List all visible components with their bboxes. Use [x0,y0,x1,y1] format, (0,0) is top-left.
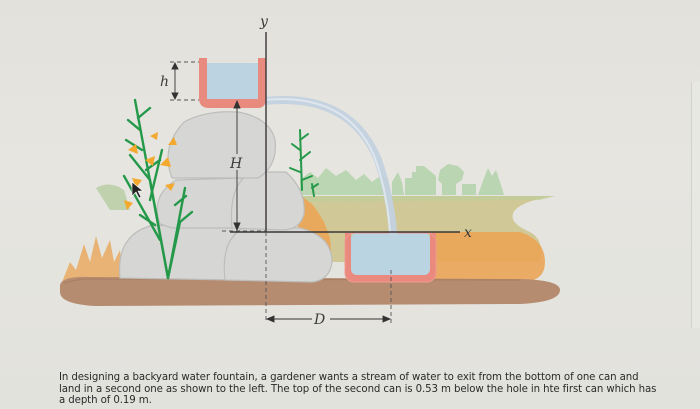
tree-silhouette [438,164,464,195]
label-y-axis: y [259,14,269,30]
ground [60,276,560,306]
coordinate-axes [230,32,460,233]
flowers [124,132,177,210]
background-scenery [300,164,504,195]
mouse-cursor-icon [131,181,144,199]
label-x-axis: x [464,225,472,241]
source-can [199,58,266,108]
label-H: H [229,156,243,172]
label-D: D [313,312,325,328]
receiving-can [344,232,437,283]
dimension-D [265,315,392,323]
shrub-middle [289,129,319,197]
problem-statement: In designing a backyard water fountain, … [59,372,657,407]
dry-grass-left [62,184,130,282]
fountain-diagram: h H D y x [60,14,560,328]
dimension-guides [170,61,392,323]
pine-silhouette [478,168,504,195]
dimension-h [171,61,179,101]
label-h: h [160,74,169,90]
panel-edge [691,82,700,328]
house-silhouette [405,166,436,195]
